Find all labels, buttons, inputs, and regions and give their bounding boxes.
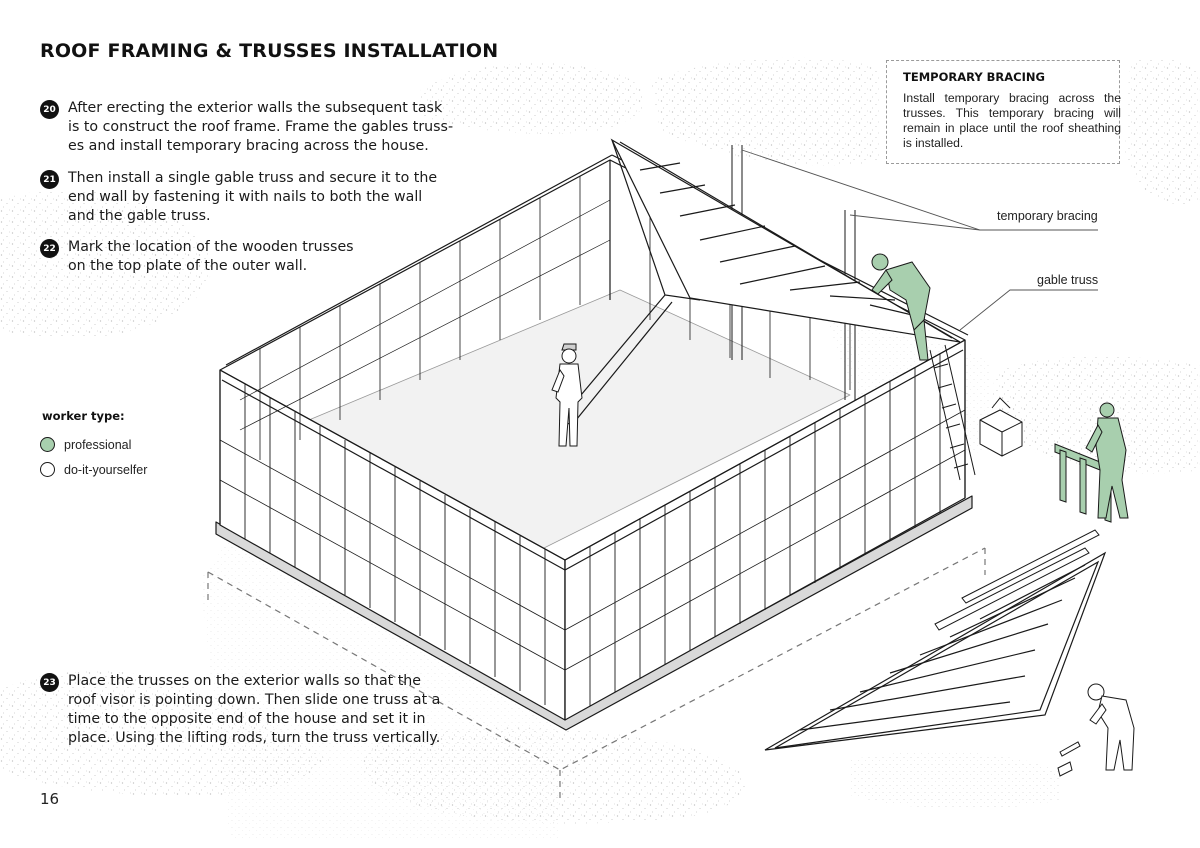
foundation-outline: [207, 547, 986, 800]
truss-on-ground: [764, 551, 1107, 751]
legend-swatch-green: [40, 437, 55, 452]
step-21: 21 Then install a single gable truss and…: [40, 169, 437, 226]
step-22: 22 Mark the location of the wooden truss…: [40, 238, 354, 276]
page-number: 16: [40, 790, 60, 808]
step-text: After erecting the exterior walls the su…: [68, 100, 454, 154]
legend-swatch-white: [40, 462, 55, 477]
worker-professional-bench: [1085, 402, 1129, 519]
loose-boards: [934, 529, 1100, 631]
callout-leaders: [741, 149, 1098, 331]
temporary-bracing-callout: TEMPORARY BRACING Install temporary brac…: [886, 60, 1121, 164]
legend-label: professional: [64, 437, 132, 452]
step-number-badge: 23: [40, 673, 59, 692]
worker-professional-roof: [871, 253, 931, 361]
page-title: ROOF FRAMING & TRUSSES INSTALLATION: [40, 40, 499, 62]
gable-truss-installed: [610, 138, 961, 343]
step-number-badge: 21: [40, 170, 59, 189]
worker-diy-ground: [1087, 683, 1135, 771]
worker-diy-inside: [551, 343, 583, 447]
step-text: Then install a single gable truss and se…: [68, 170, 438, 224]
step-text: Place the trusses on the exterior walls …: [68, 673, 441, 746]
step-23: 23 Place the trusses on the exterior wal…: [40, 672, 440, 748]
step-number-badge: 22: [40, 239, 59, 258]
step-text: Mark the location of the wooden trusses …: [68, 239, 354, 274]
legend-item-diy: do-it-yourselfer: [40, 462, 147, 477]
legend-item-professional: professional: [40, 437, 131, 452]
label-temporary-bracing: temporary bracing: [997, 209, 1098, 223]
ladder: [929, 344, 976, 481]
toolbox: [979, 397, 1023, 457]
legend-title: worker type:: [42, 409, 125, 423]
legend-label: do-it-yourselfer: [64, 462, 148, 477]
label-gable-truss: gable truss: [1037, 273, 1099, 287]
hammer-icon: [1057, 741, 1081, 777]
step-20: 20 After erecting the exterior walls the…: [40, 99, 453, 156]
callout-title: TEMPORARY BRACING: [903, 70, 1045, 84]
callout-body: Install temporary bracing across the tru…: [903, 91, 1121, 150]
step-number-badge: 20: [40, 100, 59, 119]
